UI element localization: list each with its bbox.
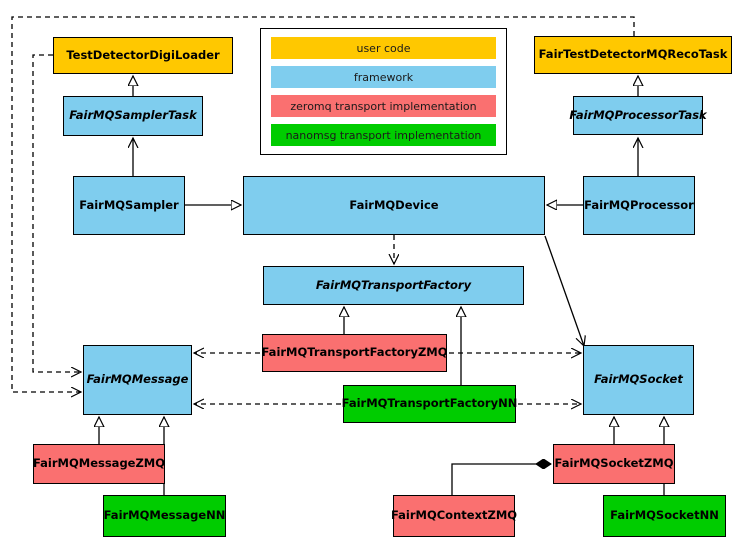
class-node-fairmqtransportfactorynn[interactable]: FairMQTransportFactoryNN (341, 385, 518, 423)
class-label: FairMQSocketZMQ (554, 456, 674, 471)
class-node-fairmqsocketzmq[interactable]: FairMQSocketZMQ (553, 444, 675, 484)
class-node-fairmqcontextzmq[interactable]: FairMQContextZMQ (390, 495, 518, 537)
class-node-fairmqmessage[interactable]: FairMQMessage (83, 345, 192, 415)
class-label: FairMQDevice (349, 197, 439, 212)
class-node-fairmqsocket[interactable]: FairMQSocket (583, 345, 694, 415)
class-label: FairMQProcessorTask (569, 107, 707, 122)
class-node-testdetectordigiloader[interactable]: TestDetectorDigiLoader (53, 37, 233, 74)
class-node-fairmqdevice[interactable]: FairMQDevice (243, 176, 545, 235)
legend-item-nanomsg: nanomsg transport implementation (271, 124, 496, 146)
class-node-fairmqtransportfactory[interactable]: FairMQTransportFactory (263, 266, 524, 305)
class-label: FairMQContextZMQ (390, 508, 518, 523)
class-label: FairMQMessage (86, 372, 189, 387)
legend-item-framework: framework (271, 66, 496, 88)
class-label: FairMQSocketNN (610, 508, 719, 523)
legend-label-zeromq: zeromq transport implementation (290, 99, 477, 113)
class-node-fairmqsampler[interactable]: FairMQSampler (73, 176, 185, 235)
class-label: FairMQTransportFactory (315, 277, 472, 292)
legend-label-nanomsg: nanomsg transport implementation (285, 128, 482, 142)
class-node-fairmqtransportfactoryzmq[interactable]: FairMQTransportFactoryZMQ (261, 334, 448, 372)
class-node-fairmqmessagezmq[interactable]: FairMQMessageZMQ (33, 444, 165, 484)
class-label: TestDetectorDigiLoader (66, 47, 220, 62)
class-label: FairMQProcessor (584, 197, 694, 212)
class-label: FairMQTransportFactoryNN (341, 396, 518, 411)
legend-label-framework: framework (353, 70, 414, 84)
class-label: FairMQMessageZMQ (32, 456, 166, 471)
class-node-fairmqsamplertask[interactable]: FairMQSamplerTask (63, 96, 203, 136)
class-node-fairmqmessagenn[interactable]: FairMQMessageNN (103, 495, 226, 537)
class-node-fairmqprocessor[interactable]: FairMQProcessor (583, 176, 695, 235)
legend-label-user-code: user code (356, 41, 411, 55)
class-node-fairmqsocketnn[interactable]: FairMQSocketNN (603, 495, 726, 537)
class-label: FairTestDetectorMQRecoTask (538, 47, 728, 62)
class-label: FairMQTransportFactoryZMQ (261, 345, 448, 360)
class-label: FairMQSocket (594, 372, 683, 387)
class-node-fairtestdetectormqrecotask[interactable]: FairTestDetectorMQRecoTask (534, 36, 732, 74)
class-label: FairMQMessageNN (103, 508, 226, 523)
class-label: FairMQSamplerTask (69, 108, 197, 123)
legend-item-user-code: user code (271, 37, 496, 59)
class-label: FairMQSampler (79, 197, 179, 212)
class-node-fairmqprocessortask[interactable]: FairMQProcessorTask (569, 96, 707, 135)
legend-item-zeromq: zeromq transport implementation (271, 95, 496, 117)
